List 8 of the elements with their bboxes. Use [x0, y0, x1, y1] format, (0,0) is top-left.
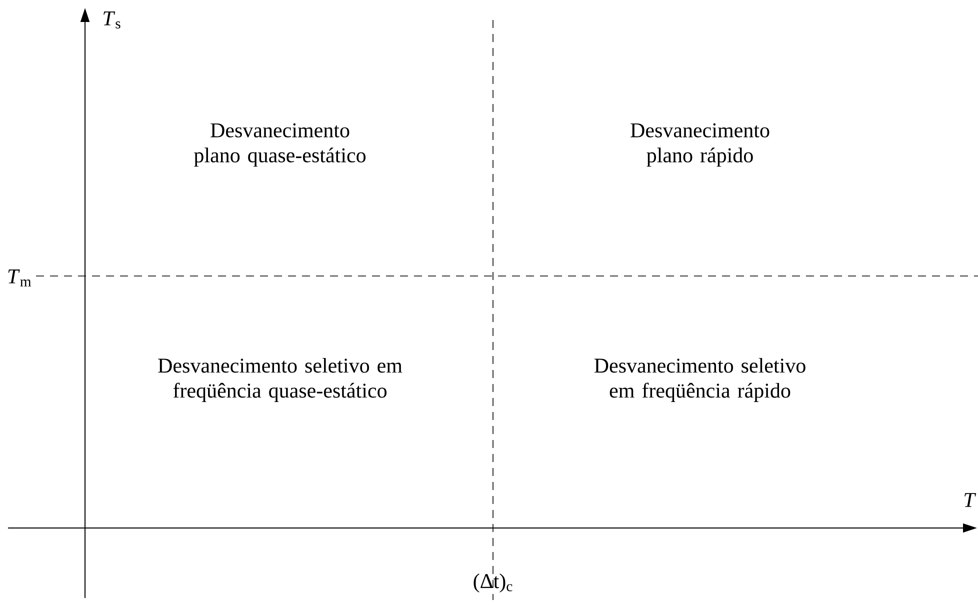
quadrant-label: Desvanecimento seletivo em freqüência rápido	[594, 358, 806, 402]
axis-label: (Δt)$_{c}$	[474, 573, 512, 592]
axis-label: T$_{m}$	[8, 270, 32, 286]
quadrant-label: Desvanecimento plano quase-estático	[194, 123, 366, 167]
axis-label: T	[964, 493, 976, 507]
axis-label: T$_{s}$	[104, 11, 120, 28]
quadrant-label: Desvanecimento seletivo em freqüência quase-estático	[158, 358, 402, 402]
quadrant-label: Desvanecimento plano rápido	[630, 123, 770, 167]
